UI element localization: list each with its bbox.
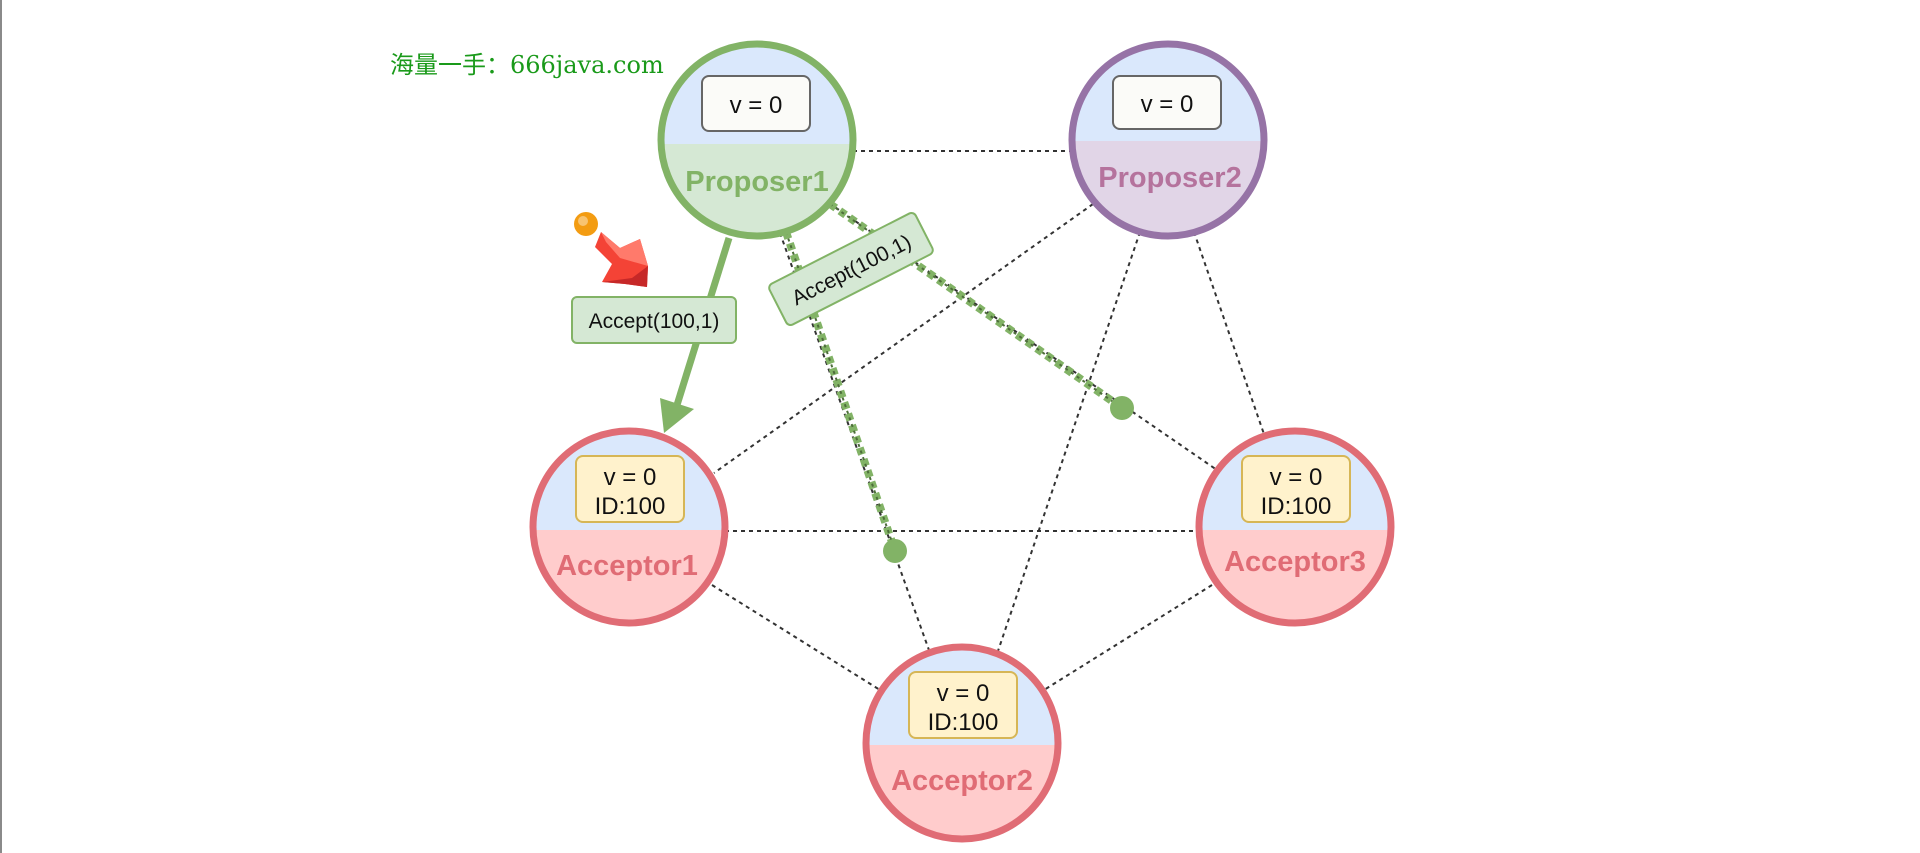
value-box [575,455,685,523]
node-acceptor3: v = 0 ID:100 Acceptor3 [1195,427,1395,627]
message-label-acceptor1: Accept(100,1) [571,296,737,344]
window-left-border [0,0,2,853]
node-name: Proposer1 [685,166,828,198]
value-text: v = 0 [604,464,657,491]
link-acceptor1-acceptor2 [711,584,881,691]
link-proposer2-acceptor1 [713,203,1094,474]
message-head-dot [1110,396,1134,420]
link-proposer2-acceptor3 [1193,231,1266,438]
value-box [701,75,811,132]
node-name: Acceptor1 [556,550,698,582]
watermark-text: 海量一手：666java.com [390,51,664,79]
node-proposer2: v = 0 Proposer2 [1068,40,1268,240]
node-name: Acceptor2 [891,765,1033,797]
red-arrow-cursor-icon [574,212,648,287]
node-acceptor2: v = 0 ID:100 Acceptor2 [862,643,1062,843]
value-box [1241,455,1351,523]
node-proposer1: v = 0 Proposer1 [657,40,857,240]
link-acceptor3-acceptor2 [1043,584,1213,691]
value-box [1112,75,1222,130]
value-text: v = 0 [730,92,783,119]
message-in-flight-acceptor3 [827,200,1134,420]
node-acceptor1: v = 0 ID:100 Acceptor1 [529,427,729,627]
id-text: ID:100 [595,493,666,520]
value-box [908,671,1018,739]
id-text: ID:100 [928,709,999,736]
id-text: ID:100 [1261,493,1332,520]
value-text: v = 0 [937,680,990,707]
node-name: Proposer2 [1098,162,1241,194]
link-proposer2-acceptor2 [997,231,1141,652]
value-text: v = 0 [1141,91,1194,118]
value-text: v = 0 [1270,464,1323,491]
message-label-text: Accept(100,1) [589,310,720,333]
node-name: Acceptor3 [1224,546,1366,578]
message-head-dot [883,539,907,563]
